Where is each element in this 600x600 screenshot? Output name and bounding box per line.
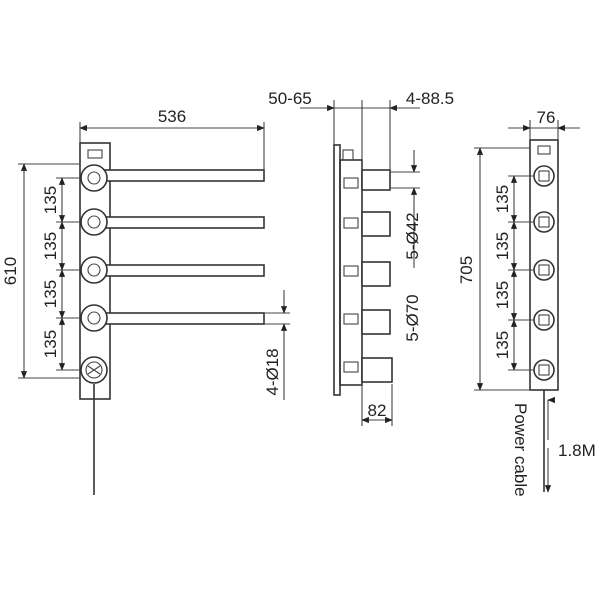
front-arm-4 [80, 304, 265, 332]
front-arm-3 [80, 256, 265, 284]
back-mount-3 [533, 259, 555, 281]
front-spacing-label-1: 135 [41, 186, 60, 214]
front-arm-1 [80, 164, 265, 192]
side-knob-3 [361, 261, 391, 287]
back-view: 76 705 135 135 135 135 Power cable 1.8M [457, 108, 596, 497]
back-mount-1 [533, 165, 555, 187]
back-mount-2 [533, 211, 555, 233]
side-view: 50-65 4-88.5 5-Ø42 5-Ø70 82 [268, 89, 454, 426]
front-spacing-label-4: 135 [41, 330, 60, 358]
front-spacing-label-3: 135 [41, 280, 60, 308]
side-knob-2 [361, 211, 391, 237]
front-spacing-label-2: 135 [41, 232, 60, 260]
side-body [339, 159, 363, 386]
back-spacing-label-3: 135 [493, 281, 512, 309]
side-knob-5 [361, 357, 393, 383]
back-height-label: 705 [457, 256, 476, 284]
side-depth-label-right: 4-88.5 [406, 89, 454, 108]
side-bottom-label: 82 [368, 401, 387, 420]
front-power-connector [80, 356, 108, 384]
side-diameter-label-b: 5-Ø70 [403, 294, 422, 341]
back-cable-length-label: 1.8M [558, 441, 596, 460]
front-width-label: 536 [158, 107, 186, 126]
back-width-label: 76 [537, 108, 556, 127]
side-knob-1 [361, 169, 391, 191]
front-arm-2 [80, 208, 265, 236]
back-mount-5 [533, 359, 555, 381]
back-spacing-label-1: 135 [493, 185, 512, 213]
front-view: 536 610 135 135 135 135 4-Ø18 [1, 107, 290, 495]
front-top-bracket [87, 149, 103, 159]
back-spacing-label-2: 135 [493, 232, 512, 260]
side-knob-4 [361, 309, 391, 335]
front-height-label: 610 [1, 257, 20, 285]
side-diameter-label-a: 5-Ø42 [403, 212, 422, 259]
back-cable-label: Power cable [511, 403, 530, 497]
side-depth-label-left: 50-65 [268, 89, 311, 108]
side-wall [333, 144, 341, 396]
back-spacing-label-4: 135 [493, 331, 512, 359]
back-mount-4 [533, 309, 555, 331]
front-bar-diameter-label: 4-Ø18 [263, 348, 282, 395]
